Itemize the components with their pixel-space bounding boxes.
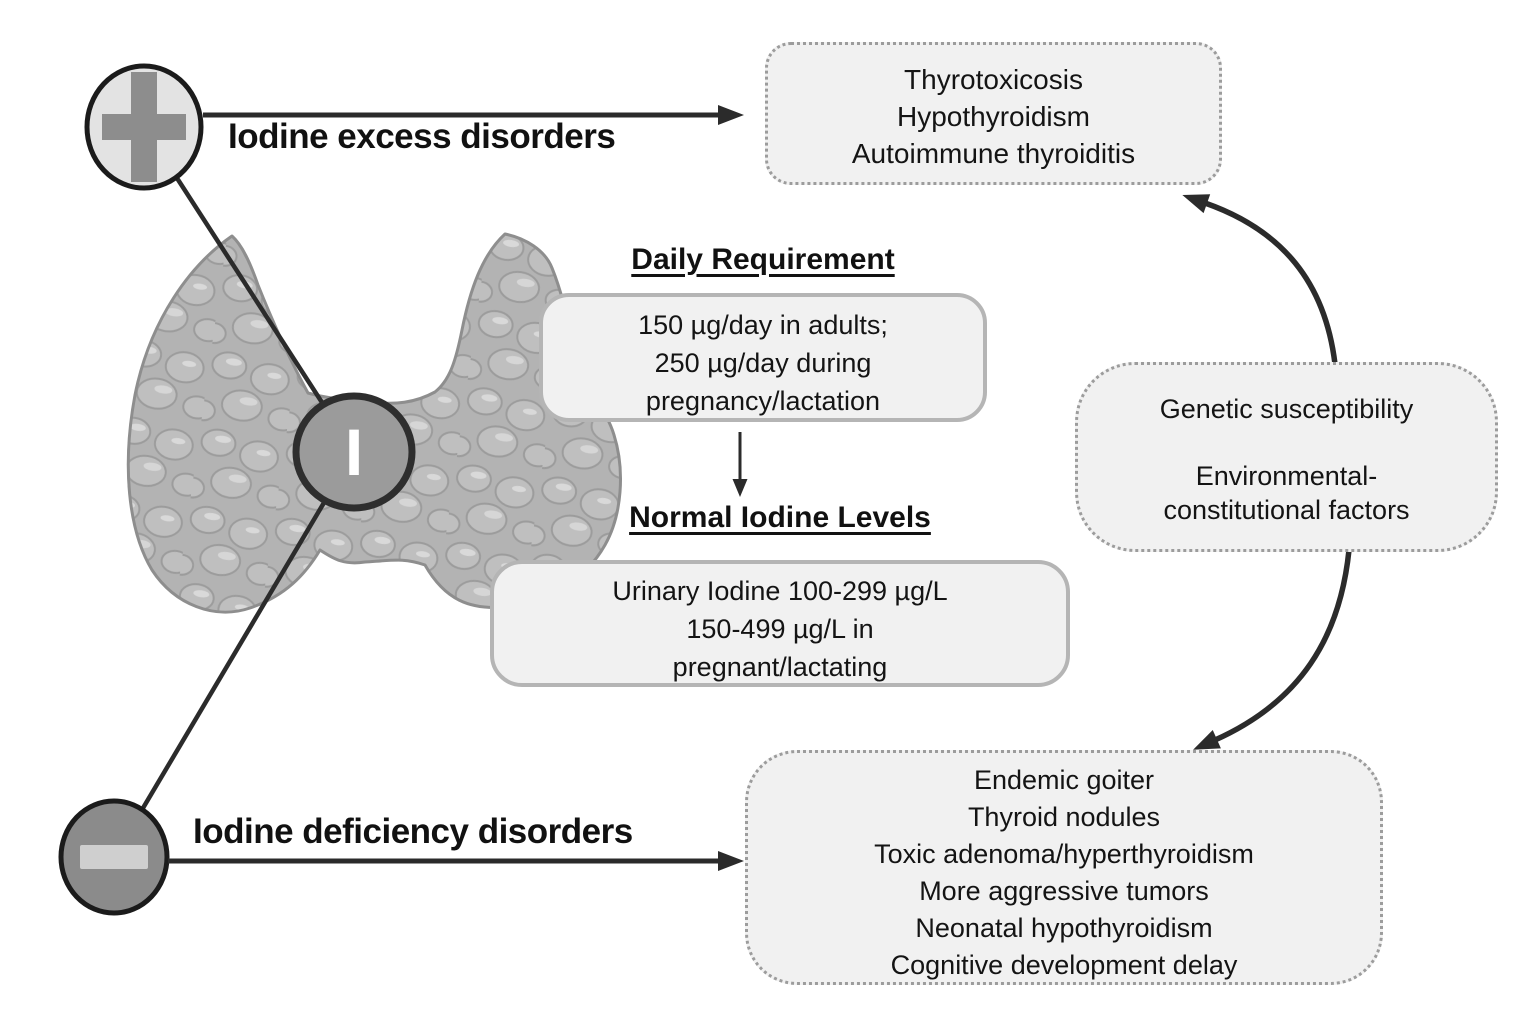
deficiency-outcome-line: Neonatal hypothyroidism xyxy=(915,913,1213,943)
iodine-deficiency-label: Iodine deficiency disorders xyxy=(193,812,633,851)
modifier-arrow-up xyxy=(1182,194,1338,365)
deficiency-outcome-line: Toxic adenoma/hyperthyroidism xyxy=(874,839,1254,869)
normal-levels-line: 150-499 µg/L in xyxy=(686,614,874,644)
deficiency-outcomes-box: Endemic goiter Thyroid nodules Toxic ade… xyxy=(745,750,1383,985)
normal-levels-line: Urinary Iodine 100-299 µg/L xyxy=(612,576,948,606)
daily-requirement-line: 150 µg/day in adults; xyxy=(638,310,888,340)
normal-levels-box: Urinary Iodine 100-299 µg/L 150-499 µg/L… xyxy=(490,560,1070,687)
daily-requirement-line: 250 µg/day during xyxy=(654,348,872,378)
iodine-element-symbol: I xyxy=(344,415,364,489)
modifiers-box: Genetic susceptibility Environmental- co… xyxy=(1075,362,1498,552)
modifier-line: Genetic susceptibility xyxy=(1159,394,1414,424)
iodine-excess-label: Iodine excess disorders xyxy=(228,117,616,156)
modifier-line: constitutional factors xyxy=(1163,495,1410,525)
excess-outcome-line: Thyrotoxicosis xyxy=(904,64,1083,95)
normal-levels-line: pregnant/lactating xyxy=(672,652,888,682)
minus-to-thyroid-line xyxy=(112,450,356,859)
deficiency-outcome-line: Endemic goiter xyxy=(973,765,1155,795)
plus-icon xyxy=(84,63,204,191)
modifier-line: Environmental- xyxy=(1195,461,1378,491)
normal-levels-title: Normal Iodine Levels xyxy=(629,501,931,534)
plus-to-thyroid-line xyxy=(142,125,356,454)
minus-icon xyxy=(58,798,170,916)
modifier-arrow-down xyxy=(1193,549,1352,750)
deficiency-outcome-line: Cognitive development delay xyxy=(890,950,1238,980)
iodine-symbol-circle xyxy=(292,392,416,512)
excess-outcome-line: Hypothyroidism xyxy=(897,101,1090,132)
deficiency-outcome-line: More aggressive tumors xyxy=(919,876,1209,906)
daily-requirement-line: pregnancy/lactation xyxy=(645,386,881,416)
daily-requirement-box: 150 µg/day in adults; 250 µg/day during … xyxy=(539,293,987,422)
excess-outcome-line: Autoimmune thyroiditis xyxy=(851,138,1136,169)
modifier-spacer xyxy=(1078,426,1495,459)
daily-requirement-title: Daily Requirement xyxy=(631,243,895,276)
deficiency-outcome-line: Thyroid nodules xyxy=(967,802,1161,832)
excess-outcomes-box: Thyrotoxicosis Hypothyroidism Autoimmune… xyxy=(765,42,1222,185)
